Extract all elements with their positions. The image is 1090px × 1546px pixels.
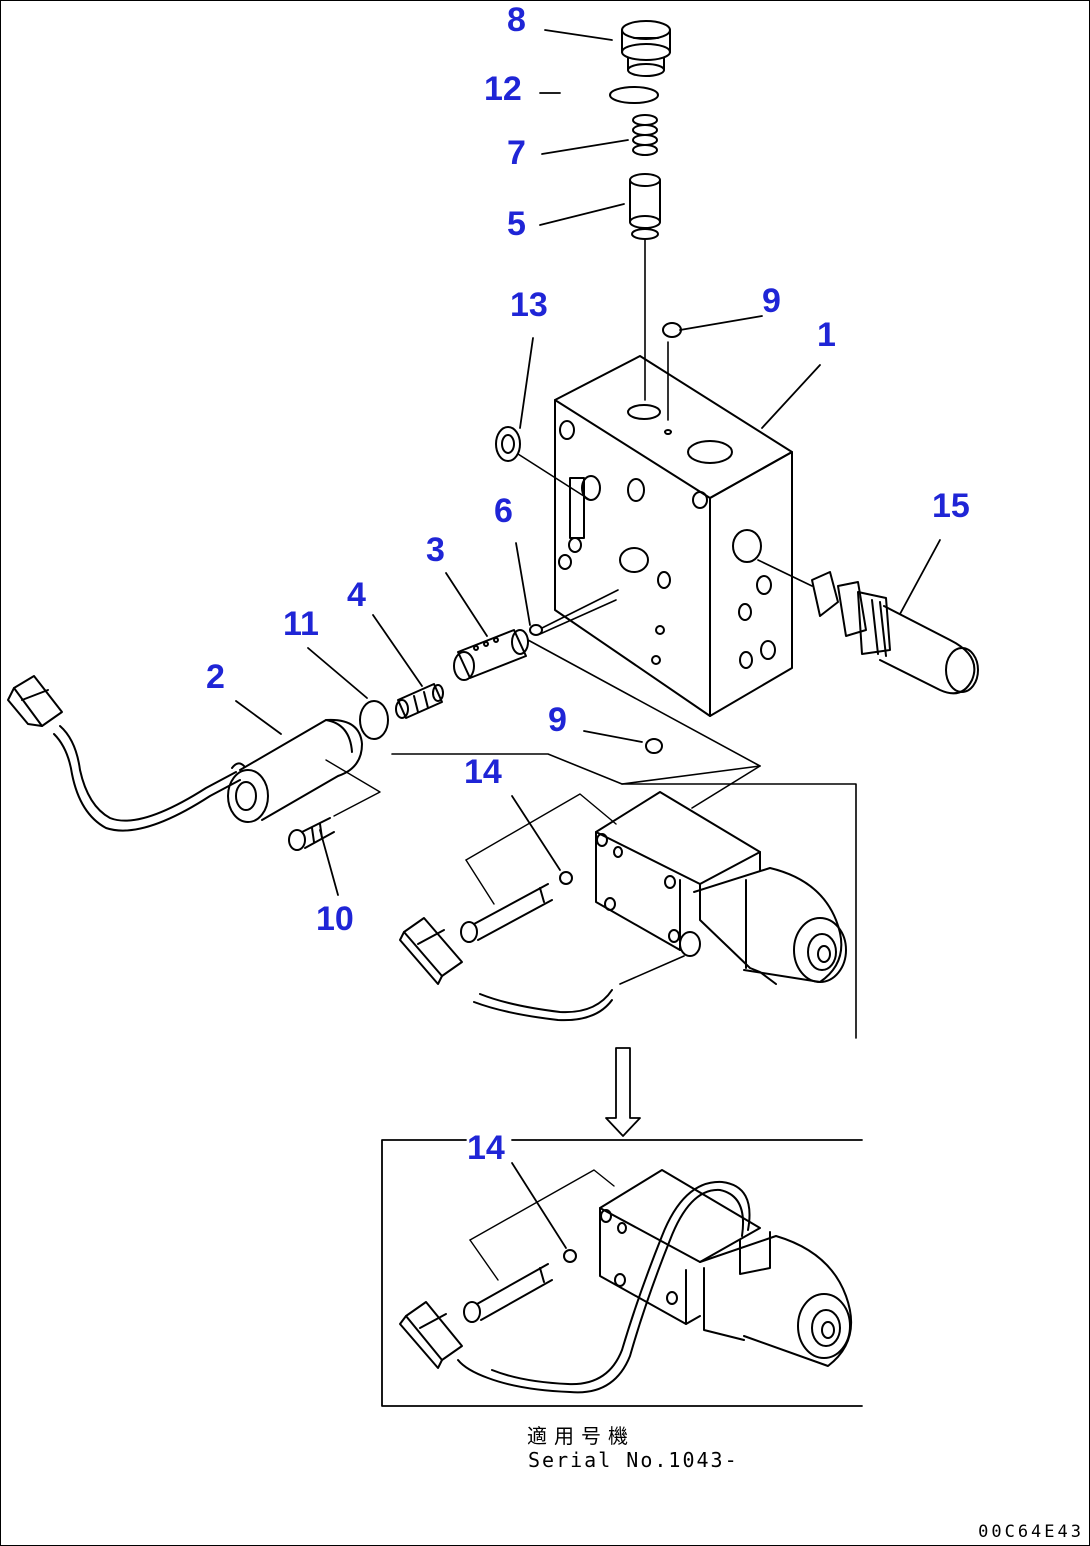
down-arrow-icon: [605, 1047, 641, 1137]
drawing-code: 00C64E43: [978, 1522, 1084, 1542]
applicability-label: 適用号機: [527, 1424, 635, 1448]
part-5-spool: [629, 173, 661, 240]
callout-15: 15: [932, 487, 970, 525]
callout-9-lower: 9: [548, 701, 567, 739]
callout-6: 6: [494, 492, 513, 530]
assembly-lines: [391, 639, 857, 1039]
callout-11: 11: [283, 605, 319, 643]
part-11-o-ring: [359, 700, 389, 740]
part-13-o-ring: [495, 426, 591, 501]
inset-frame: [381, 1139, 863, 1407]
part-2-solenoid: [7, 675, 363, 832]
callout-8: 8: [507, 1, 526, 39]
part-9-plug-lower: [645, 738, 663, 754]
part-14-solenoid-valve-lower: [399, 1169, 853, 1394]
callout-10: 10: [316, 900, 354, 938]
callout-4: 4: [347, 576, 366, 614]
part-4-spool: [395, 683, 444, 719]
part-6-plug: [529, 589, 619, 636]
callout-7: 7: [507, 134, 526, 172]
part-3-sleeve: [453, 629, 529, 681]
callout-5: 5: [507, 205, 526, 243]
callout-12: 12: [484, 70, 522, 108]
callout-14-lower: 14: [467, 1129, 505, 1167]
callout-3: 3: [426, 531, 445, 569]
part-1-valve-block: [554, 355, 793, 717]
leader-lines: [235, 29, 941, 1249]
part-9-plug-top: [662, 322, 682, 421]
part-7-spring: [632, 114, 658, 156]
callout-9-top: 9: [762, 282, 781, 320]
part-8-plug: [621, 20, 671, 77]
part-12-o-ring: [609, 86, 659, 104]
callout-14-upper: 14: [464, 753, 502, 791]
part-15-cartridge-valve: [757, 559, 979, 695]
part-14-solenoid-valve-upper: [399, 791, 847, 1022]
callout-1: 1: [817, 316, 836, 354]
part-10-bolt: [288, 817, 335, 851]
serial-number-label: Serial No.1043-: [528, 1448, 739, 1472]
callout-2: 2: [206, 658, 225, 696]
callout-13: 13: [510, 286, 548, 324]
